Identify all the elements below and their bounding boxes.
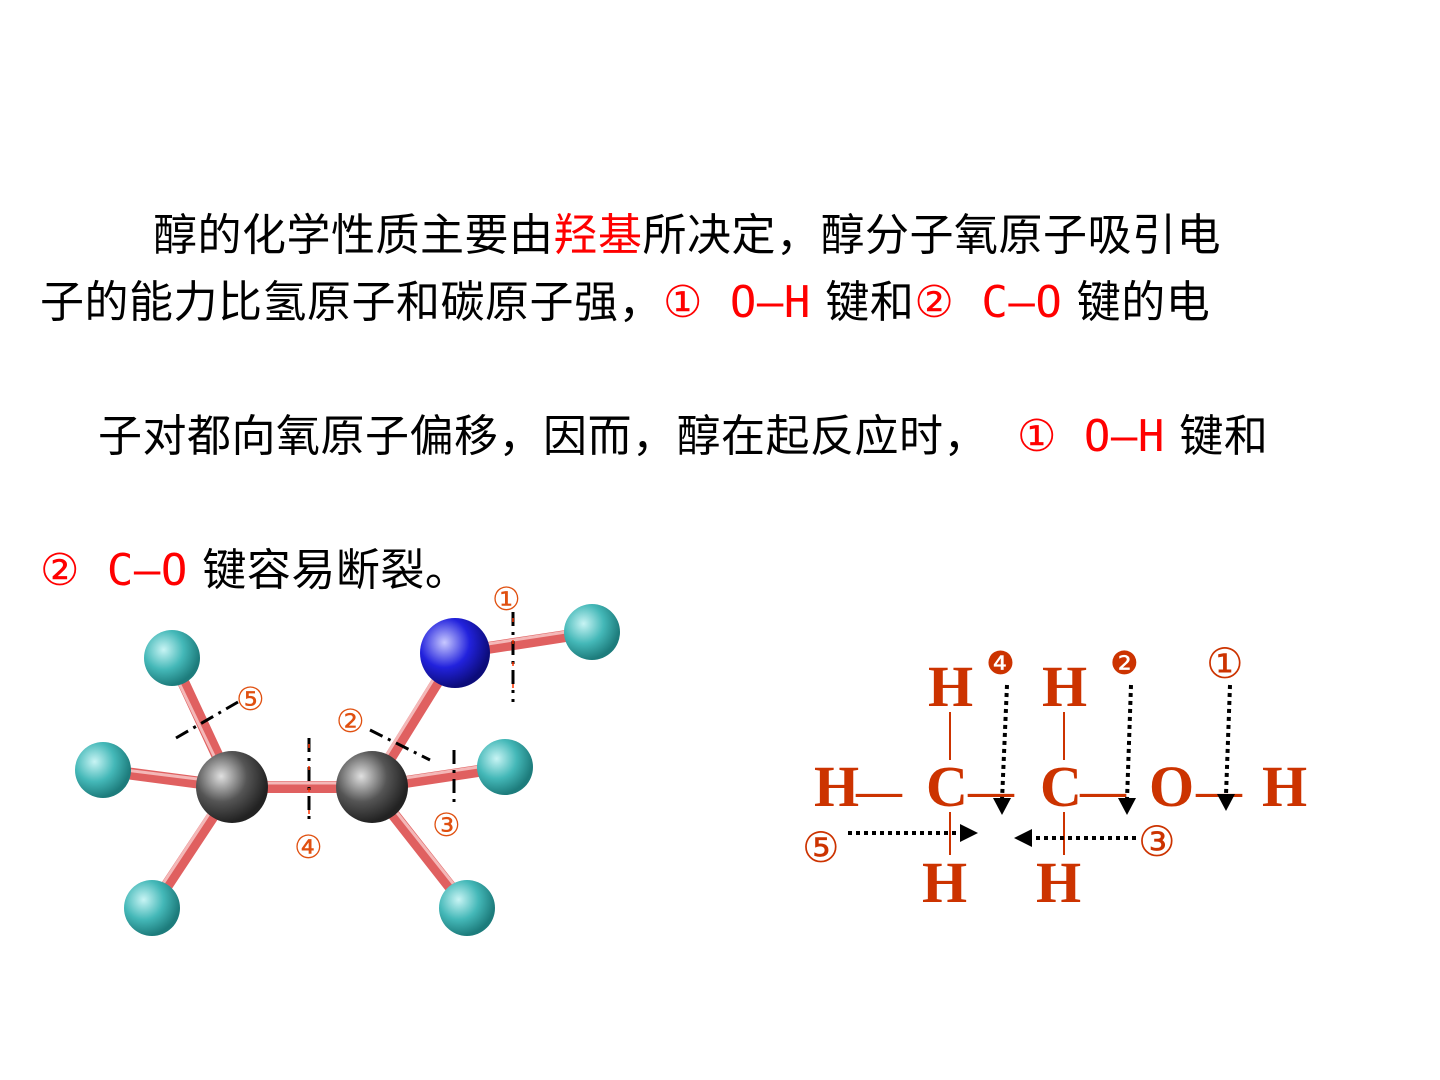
arrow-4: [1000, 684, 1009, 801]
arrow-head: [1217, 794, 1235, 811]
formula-h-top-2: H: [1042, 654, 1087, 719]
model-label-2: ②: [336, 702, 365, 740]
arrow-head: [960, 824, 978, 842]
hydrogen-atom: [439, 880, 495, 936]
cleavage-marks: [175, 612, 515, 825]
arrow-2: [1125, 684, 1133, 801]
hydrogen-atom: [564, 604, 620, 660]
oxygen-atom: [420, 618, 490, 688]
line-1: 醇的化学性质主要由羟基所决定，醇分子氧原子吸引电: [40, 202, 1330, 269]
formula-c2: C: [1040, 754, 1082, 819]
text-segment: 子对都向氧原子偏移，因而，醇在起反应时，: [97, 411, 1017, 462]
line-2: 子的能力比氢原子和碳原子强，① O—H 键和② C—O 键的电: [40, 269, 1330, 336]
text-segment: 子的能力比氢原子和碳原子强，: [40, 277, 663, 328]
formula-atoms: H C C O H H H H H — — — —: [814, 654, 1307, 915]
formula-number-3: ③: [1138, 817, 1176, 866]
formula-dash: —: [855, 765, 903, 816]
hydrogen-atom: [124, 880, 180, 936]
line-3: 子对都向氧原子偏移，因而，醇在起反应时， ① O—H 键和: [40, 336, 1330, 537]
structural-formula: H C C O H H H H H — — — —: [802, 639, 1307, 915]
bond-co-label: ② C—O: [914, 277, 1063, 328]
formula-h-left: H: [814, 754, 859, 819]
formula-vertical-bonds: [949, 712, 1065, 855]
carbon-atom: [196, 751, 268, 823]
cut-line-5: [175, 700, 239, 740]
model-label-4: ④: [294, 828, 323, 866]
carbon-atom: [336, 751, 408, 823]
formula-dash: —: [1079, 765, 1127, 816]
formula-dash: —: [967, 765, 1015, 816]
line-4: ② C—O 键容易断裂。: [40, 537, 1330, 604]
formula-number-4: ❹: [986, 644, 1015, 682]
hydrogen-atom: [75, 742, 131, 798]
model-label-1: ①: [492, 580, 521, 618]
arrow-head: [1118, 798, 1136, 815]
hydroxyl-highlight: 羟基: [553, 210, 643, 261]
formula-numbers: ❹ ❷ ① ⑤ ③: [802, 639, 1244, 872]
formula-number-2: ❷: [1110, 644, 1139, 682]
text-segment: 键容易断裂。: [187, 545, 470, 596]
description-paragraph: 醇的化学性质主要由羟基所决定，醇分子氧原子吸引电 子的能力比氢原子和碳原子强，①…: [40, 202, 1330, 604]
text-segment: 所决定，醇分子氧原子吸引电: [642, 210, 1221, 261]
cleavage-arrows: [848, 684, 1232, 840]
cut-line-2: [369, 728, 431, 762]
bond-oh-label: ① O—H: [663, 277, 811, 328]
hydrogen-atom: [144, 630, 200, 686]
formula-dash: —: [1195, 765, 1243, 816]
model-label-5: ⑤: [236, 680, 265, 718]
formula-number-5: ⑤: [802, 823, 840, 872]
arrow-1: [1224, 684, 1232, 796]
text-segment: 醇的化学性质主要由: [153, 210, 554, 261]
formula-h-bottom-1: H: [922, 850, 967, 915]
formula-c1: C: [926, 754, 968, 819]
ball-stick-model: ① ② ③ ④ ⑤: [75, 580, 620, 936]
arrow-head: [1014, 829, 1032, 847]
text-segment: 键和: [1164, 411, 1269, 462]
text-segment: 键的电: [1062, 277, 1211, 328]
formula-number-1: ①: [1206, 639, 1244, 688]
model-label-3: ③: [432, 806, 461, 844]
hydrogen-atom: [477, 739, 533, 795]
formula-h-right: H: [1262, 754, 1307, 819]
text-segment: 键和: [810, 277, 915, 328]
arrow-head: [993, 798, 1011, 815]
formula-h-top-1: H: [928, 654, 973, 719]
bond-oh-label: ① O—H: [1016, 411, 1165, 462]
formula-o: O: [1149, 754, 1194, 819]
arrow-heads: [960, 794, 1235, 847]
model-labels: ① ② ③ ④ ⑤: [236, 580, 521, 866]
bond-co-label: ② C—O: [40, 545, 188, 596]
formula-h-bottom-2: H: [1036, 850, 1081, 915]
